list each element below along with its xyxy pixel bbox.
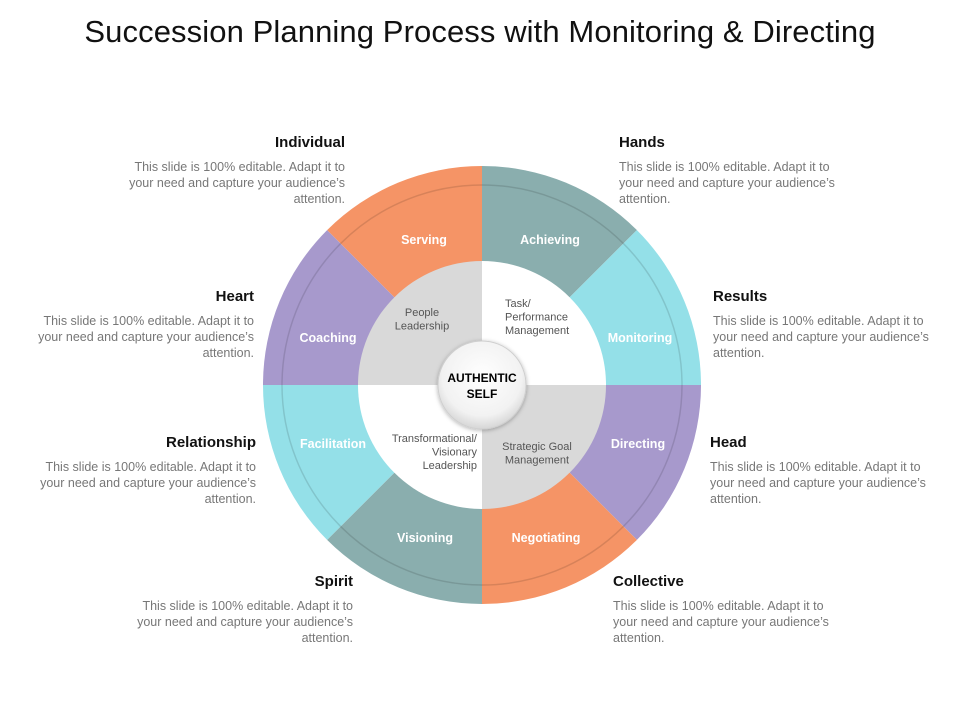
block-heading: Collective — [613, 573, 684, 590]
block-text: This slide is 100% editable. Adapt it to… — [137, 599, 353, 645]
block-text: This slide is 100% editable. Adapt it to… — [710, 460, 926, 506]
inner-quadrant-label: Management — [505, 455, 569, 467]
inner-quadrant-label: Visionary — [432, 447, 478, 459]
segment-label-coaching: Coaching — [300, 331, 357, 345]
segment-label-achieving: Achieving — [520, 233, 580, 247]
segment-label-monitoring: Monitoring — [608, 331, 673, 345]
block-individual: Individual This slide is 100% editable. … — [125, 134, 345, 207]
outer-ring-line — [281, 184, 683, 586]
block-hands: Hands This slide is 100% editable. Adapt… — [619, 134, 839, 207]
block-text: This slide is 100% editable. Adapt it to… — [40, 460, 256, 506]
block-heading: Spirit — [314, 573, 353, 590]
block-heading: Hands — [619, 134, 665, 151]
inner-quadrant-label: Strategic Goal — [502, 441, 572, 453]
block-heading: Heart — [215, 288, 254, 305]
inner-quadrant-label: Transformational/ — [392, 433, 478, 445]
center-label-line1: AUTHENTIC — [447, 371, 517, 385]
block-heading: Individual — [274, 134, 345, 151]
block-heart: Heart This slide is 100% editable. Adapt… — [34, 288, 254, 361]
inner-quadrant-label: Task/ — [505, 298, 532, 310]
inner-quadrant-label: Leadership — [423, 460, 477, 472]
block-text: This slide is 100% editable. Adapt it to… — [38, 314, 254, 360]
inner-quadrant-label: Management — [505, 325, 569, 337]
segment-label-visioning: Visioning — [397, 531, 453, 545]
segment-label-directing: Directing — [611, 437, 665, 451]
block-text: This slide is 100% editable. Adapt it to… — [613, 599, 829, 645]
segment-label-facilitation: Facilitation — [300, 437, 366, 451]
block-head: Head This slide is 100% editable. Adapt … — [710, 434, 930, 507]
block-heading: Relationship — [165, 434, 256, 451]
segment-label-serving: Serving — [401, 233, 447, 247]
block-collective: Collective This slide is 100% editable. … — [613, 573, 833, 646]
inner-quadrant-label: Performance — [505, 312, 568, 324]
inner-quadrant-label: People — [405, 307, 439, 319]
block-heading: Head — [710, 434, 747, 451]
block-relationship: Relationship This slide is 100% editable… — [36, 434, 256, 507]
block-text: This slide is 100% editable. Adapt it to… — [129, 160, 345, 206]
block-spirit: Spirit This slide is 100% editable. Adap… — [133, 573, 353, 646]
segment-label-negotiating: Negotiating — [512, 531, 581, 545]
block-results: Results This slide is 100% editable. Ada… — [713, 288, 933, 361]
block-heading: Results — [713, 288, 768, 305]
page-title: Succession Planning Process with Monitor… — [84, 14, 876, 49]
block-text: This slide is 100% editable. Adapt it to… — [713, 314, 929, 360]
inner-quadrant-label: Leadership — [395, 321, 449, 333]
center-label-line2: SELF — [467, 387, 498, 401]
block-text: This slide is 100% editable. Adapt it to… — [619, 160, 835, 206]
center-circle — [437, 340, 527, 430]
